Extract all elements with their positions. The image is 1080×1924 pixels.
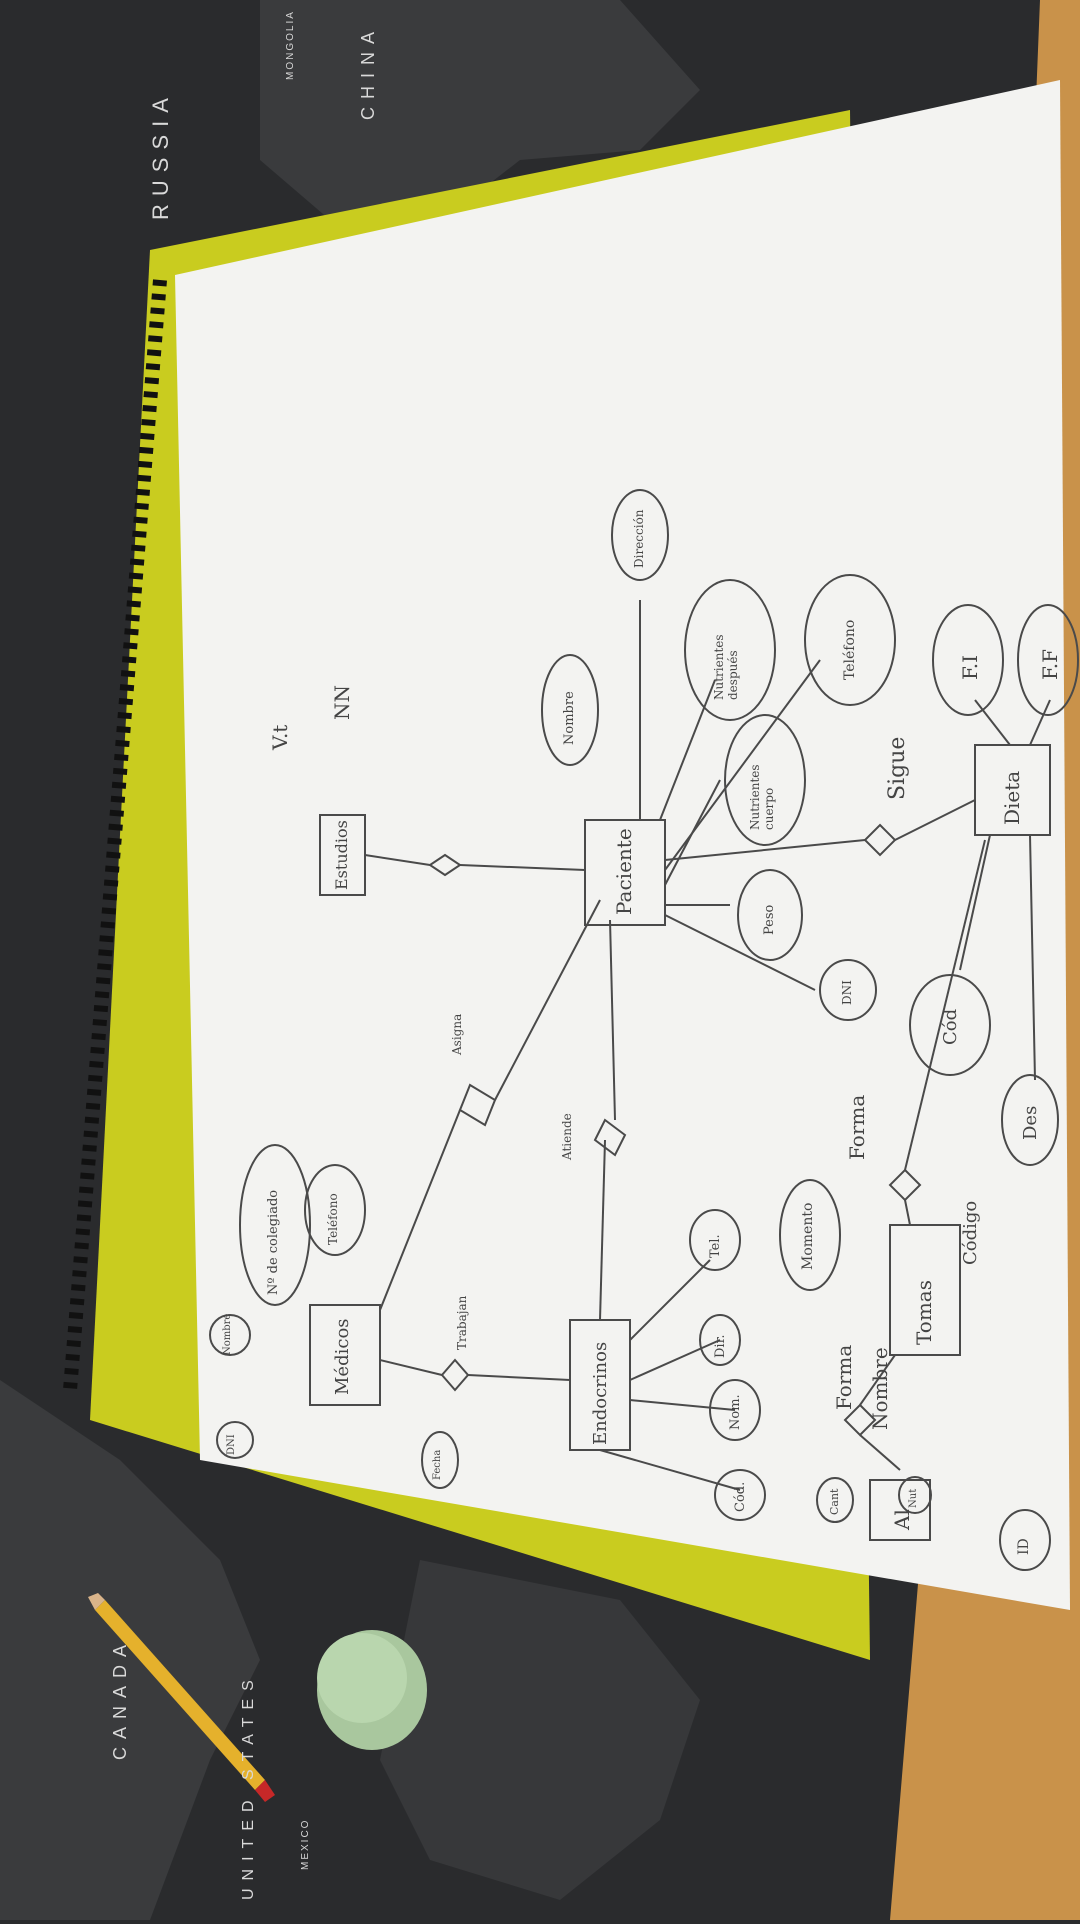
label-cod-dieta: Cód [940,1008,961,1045]
label-tel: Tel. [708,1234,723,1258]
attr-nutrientes-cuerpo [724,714,806,846]
attr-fi [932,604,1004,716]
label-ff: F.F [1038,649,1062,680]
map-land-asia [260,0,700,230]
label-dieta: Dieta [1000,770,1024,825]
attr-num-colegiado [239,1144,311,1306]
label-id: ID [1016,1538,1032,1555]
attr-cod [714,1469,766,1521]
label-nn: NN [330,685,354,720]
attr-ff [1017,604,1079,716]
entity-al [869,1479,931,1541]
attr-dni-paciente [819,959,877,1021]
label-dir: Dir. [713,1334,728,1359]
label-al: Al [890,1509,914,1530]
label-endocrinos: Endocrinos [590,1341,611,1445]
label-num-colegiado: Nº de colegiado [266,1189,281,1295]
label-tomas: Tomas [912,1280,936,1345]
attr-telefono-paciente [804,574,896,706]
attr-dni [216,1421,254,1459]
entity-paciente [584,819,666,926]
rel-estudios [428,853,462,877]
attr-cod-dieta [909,974,991,1076]
label-forma-2: Forma [845,1094,869,1160]
label-cant: Cant [828,1488,841,1515]
entity-medicos [309,1304,381,1406]
attr-direccion [611,489,669,581]
label-cod: Cód. [733,1481,748,1512]
attr-nut [898,1476,932,1514]
label-trabajan: Trabajan [455,1295,469,1350]
rel-trabajan [440,1358,470,1392]
label-telefono-paciente: Teléfono [842,619,858,680]
label-paciente: Paciente [612,828,636,915]
attr-tel [689,1209,741,1271]
label-atiende: Atiende [560,1113,574,1160]
rel-sigue [863,823,897,857]
label-fecha: Fecha [432,1449,443,1480]
label-momento: Momento [800,1202,816,1270]
label-dni-paciente: DNI [840,980,854,1005]
attr-telefono-medico [304,1164,366,1256]
label-dni: DNI [226,1434,237,1455]
label-codigo: Código [960,1200,981,1265]
label-estudios: Estudios [332,820,351,890]
er-diagram [209,489,1079,1571]
label-sigue: Sigue [885,736,910,800]
attr-nutrientes-despues [684,579,776,721]
attr-dir [699,1314,741,1366]
attr-des [1001,1074,1059,1166]
pencil [88,1593,275,1802]
label-nutrientes-cuerpo: Nutrientes cuerpo [748,764,776,830]
attr-fecha [421,1431,459,1489]
attr-cant [816,1477,854,1523]
label-fi: F.I [958,654,982,680]
label-vt: V.t [268,724,292,750]
attr-nombre-paciente [541,654,599,766]
attr-momento [779,1179,841,1291]
attr-nombre-medico [209,1314,251,1356]
label-forma-1: Forma [832,1344,856,1410]
label-nutrientes-despues: Nutrientes después [712,634,740,700]
entity-dieta [974,744,1051,836]
paper-sheet [175,80,1070,1610]
attr-id [999,1509,1051,1571]
attr-nom [709,1379,761,1441]
attr-peso [737,869,803,961]
eraser [317,1630,427,1750]
label-nom: Nom. [728,1394,743,1430]
label-nut: Nut [908,1488,919,1508]
rel-atiende [593,1118,627,1157]
rel-asigna [458,1083,497,1127]
entity-tomas [889,1224,961,1356]
label-peso: Peso [762,904,777,935]
map-land-south [380,1560,700,1900]
label-medicos: Médicos [332,1318,353,1395]
label-direccion: Dirección [632,509,646,568]
notebook-spiral [63,279,167,1391]
label-nombre-medico: Nombre [222,1313,233,1355]
label-telefono-medico: Teléfono [326,1193,340,1245]
map-land-america [0,1380,260,1920]
label-nombre-paciente: Nombre [562,691,577,745]
label-nombre-tomas: Nombre [868,1347,892,1430]
label-des: Des [1020,1105,1041,1140]
label-asigna: Asigna [450,1013,464,1055]
